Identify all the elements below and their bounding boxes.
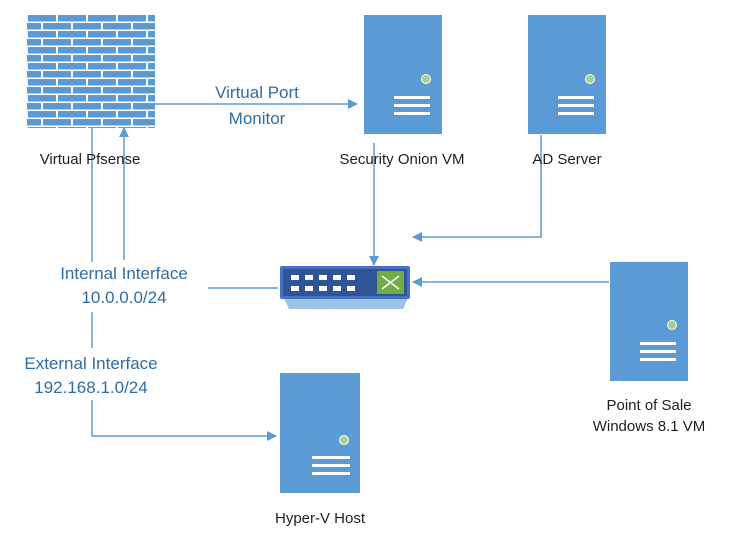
switch-icon	[280, 266, 410, 309]
pos-server-icon	[610, 262, 688, 381]
pfsense-label: Virtual Pfsense	[40, 151, 141, 168]
security-onion-label: Security Onion VM	[339, 151, 464, 168]
external-interface-label-line1: External Interface	[24, 354, 157, 373]
internal-interface-label-line2: 10.0.0.0/24	[81, 288, 166, 307]
port-monitor-label-line1: Virtual Port	[215, 83, 299, 102]
external-interface-label-line2: 192.168.1.0/24	[34, 378, 147, 397]
pos-label-line1: Point of Sale	[606, 397, 691, 414]
pos-label-line2: Windows 8.1 VM	[593, 418, 706, 435]
ad-server-icon	[528, 15, 606, 134]
external-to-hyperv-link	[91, 400, 277, 441]
hyperv-label: Hyper-V Host	[275, 510, 366, 527]
hyperv-server-icon	[280, 373, 360, 493]
firewall-icon	[27, 14, 155, 128]
ad-server-to-switch-link	[412, 135, 542, 242]
port-monitor-label-line2: Monitor	[229, 109, 286, 128]
ad-server-label: AD Server	[532, 151, 601, 168]
internal-interface-label-line1: Internal Interface	[60, 264, 188, 283]
security-onion-server-icon	[364, 15, 442, 134]
